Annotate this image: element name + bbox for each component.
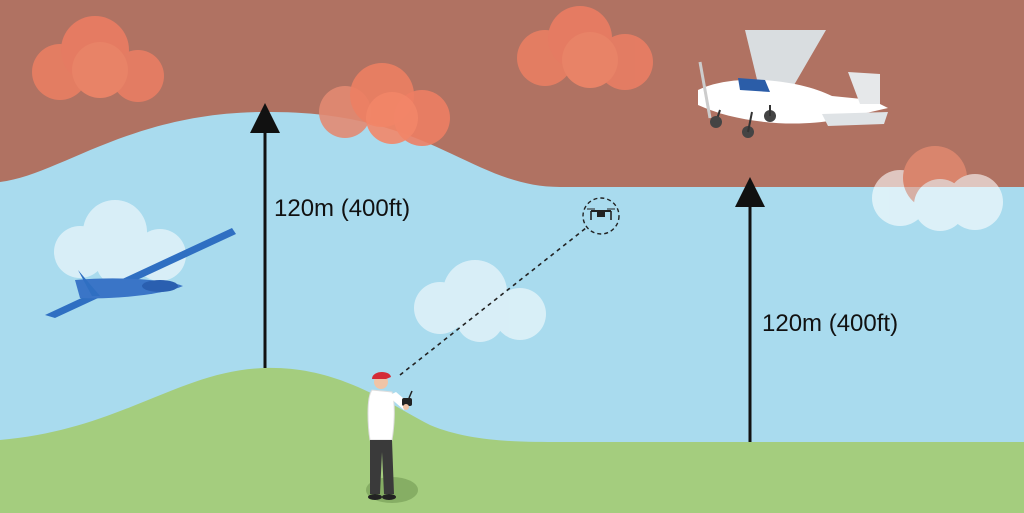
height-label-left: 120m (400ft) — [274, 195, 410, 222]
cloud-icon — [414, 260, 546, 342]
light-aircraft-icon — [698, 30, 888, 138]
glider-icon — [45, 228, 236, 318]
pilot-figure — [366, 371, 418, 503]
cloud-icon — [872, 146, 1003, 231]
height-label-right: 120m (400ft) — [762, 310, 898, 337]
cloud-icon — [32, 16, 164, 102]
cloud-icon — [517, 6, 653, 90]
cloud-icon — [319, 63, 450, 146]
ground-hill — [0, 367, 1024, 513]
drone-icon — [582, 197, 620, 235]
cloud-icon — [54, 200, 186, 286]
